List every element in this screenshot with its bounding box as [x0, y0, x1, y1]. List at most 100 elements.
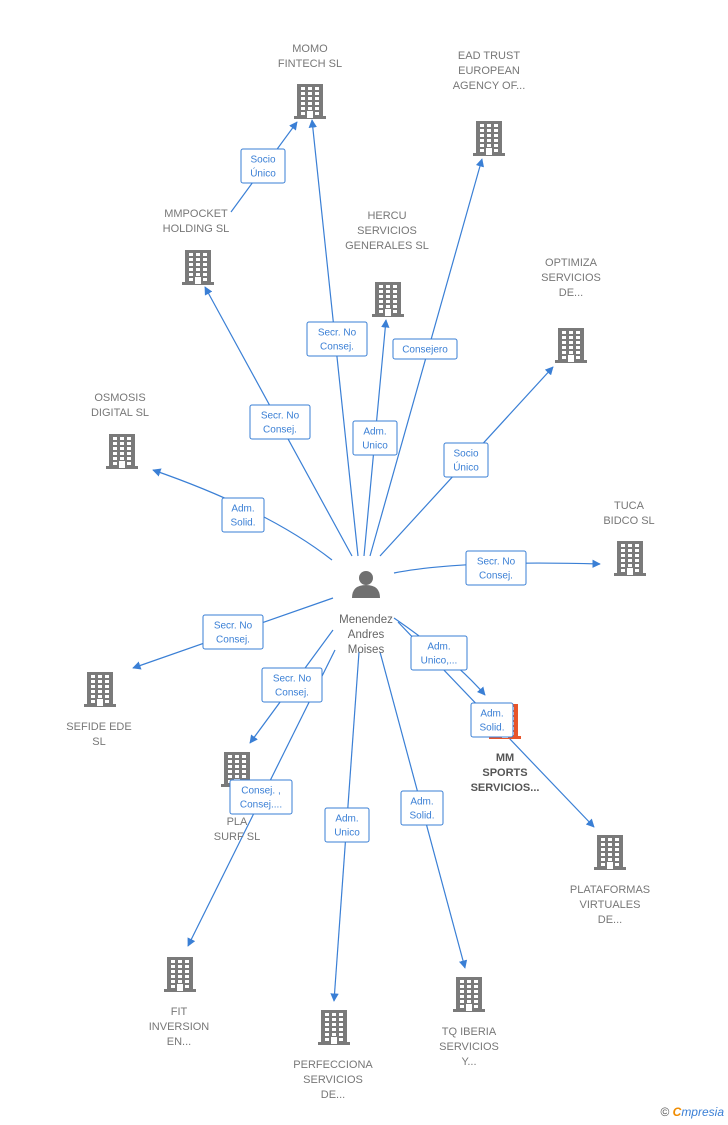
edge-label-box: [202, 614, 264, 650]
edge-label-text: Adm.: [231, 504, 254, 515]
node-label-line: SERVICIOS: [541, 272, 601, 284]
building-icon: [84, 672, 116, 707]
edge-label-text: Adm.: [480, 709, 503, 720]
node-label-line: SEFIDE EDE: [66, 721, 131, 733]
edge-label-text: Adm.: [335, 814, 358, 825]
footer-brand: © Cmpresia: [660, 1105, 724, 1119]
node-label-line: TUCA: [614, 500, 645, 512]
edge-label-text: Secr. No: [273, 674, 312, 685]
edge-label-text: Unico: [334, 828, 360, 839]
node-label-line: Andres: [348, 629, 385, 641]
person-icon: [352, 571, 380, 598]
edge-label-person-to-ma_surf[interactable]: Secr. No Consej.: [261, 667, 323, 703]
node-label-line: SPORTS: [482, 767, 527, 779]
edge-label-text: Adm.: [363, 427, 386, 438]
node-label-line: SERVICIOS...: [471, 782, 540, 794]
brand-initial: C: [672, 1105, 682, 1119]
node-label-line: PLA: [227, 816, 248, 828]
company-node-fit[interactable]: FITINVERSIONEN...: [149, 957, 210, 1048]
edge-label-text: Solid.: [230, 518, 255, 529]
company-node-plataformas[interactable]: PLATAFORMASVIRTUALESDE...: [570, 835, 650, 926]
edge-label-person-to-sefide[interactable]: Secr. No Consej.: [202, 614, 264, 650]
node-label-line: INVERSION: [149, 1021, 210, 1033]
node-label-line: VIRTUALES: [580, 899, 641, 911]
edge-label-person-to-plataformas[interactable]: Adm. Solid.: [470, 702, 514, 738]
edge-label-person-to-perfecciona[interactable]: Adm. Unico: [324, 807, 370, 843]
edge-label-box: [324, 807, 370, 843]
edge-label-person-to-fit[interactable]: Consej. , Consej....: [229, 779, 293, 815]
edge-label-box: [229, 779, 293, 815]
edge-label-text: Secr. No: [214, 621, 253, 632]
company-node-optimiza[interactable]: OPTIMIZASERVICIOSDE...: [541, 257, 601, 363]
brand-name: mpresia: [681, 1105, 724, 1119]
node-label: PLATAFORMASVIRTUALESDE...: [570, 884, 650, 926]
edge-label-text: Solid.: [409, 811, 434, 822]
node-label: TUCA BIDCO SL: [603, 500, 654, 527]
edge-label-text: Unico: [362, 441, 388, 452]
edge-label-text: Consej.: [216, 635, 250, 646]
building-icon: [555, 328, 587, 363]
edge-label-box: [443, 442, 489, 478]
edge-label-box: [400, 790, 444, 826]
edge-label-text: Adm.: [427, 642, 450, 653]
node-label-line: TQ IBERIA: [442, 1026, 497, 1038]
edge-label-person-to-hercu[interactable]: Adm. Unico: [352, 420, 398, 456]
edge-label-text: Consej....: [240, 800, 282, 811]
edge-label-text: Consej. ,: [241, 786, 280, 797]
edge-label-text: Consej.: [479, 571, 513, 582]
building-icon: [473, 121, 505, 156]
building-icon: [453, 977, 485, 1012]
node-label-line: MOMO: [292, 43, 328, 55]
edge-label-person-to-mmpocket[interactable]: Secr. No Consej.: [249, 404, 311, 440]
edge-label-text: Socio: [453, 449, 478, 460]
node-label-line: DE...: [559, 287, 583, 299]
company-node-perfecciona[interactable]: PERFECCIONA SERVICIOS DE...: [293, 1010, 373, 1101]
node-label-line: PERFECCIONA: [293, 1059, 373, 1071]
node-label-line: SERVICIOS: [303, 1074, 363, 1086]
edge-label-box: [221, 497, 265, 533]
node-label-line: SERVICIOS: [439, 1041, 499, 1053]
company-node-tq[interactable]: TQ IBERIA SERVICIOS Y...: [439, 977, 499, 1068]
edge-label-person-to-tq[interactable]: Adm.Solid.: [400, 790, 444, 826]
edge-label-text: Solid.: [479, 723, 504, 734]
building-icon: [182, 250, 214, 285]
edge-label-person-to-mm_sports[interactable]: Adm.Unico,...: [410, 635, 468, 671]
node-label-line: Y...: [461, 1056, 476, 1068]
edge-label-text: Socio: [250, 155, 275, 166]
edge-label-text: Único: [453, 461, 479, 474]
node-label-line: OSMOSIS: [94, 392, 145, 404]
node-label-line: BIDCO SL: [603, 515, 654, 527]
edge-label-text: Secr. No: [261, 411, 300, 422]
edge-label-text: Consej.: [263, 425, 297, 436]
edge-label-box: [352, 420, 398, 456]
node-label: FITINVERSIONEN...: [149, 1006, 210, 1048]
node-label-line: DE...: [321, 1089, 345, 1101]
building-icon: [106, 434, 138, 469]
edge-label-text: Consej.: [275, 688, 309, 699]
edge-label-person-to-ead[interactable]: Consejero: [392, 338, 458, 360]
node-label-line: DE...: [598, 914, 622, 926]
edge-label-person-to-osmosis[interactable]: Adm. Solid.: [221, 497, 265, 533]
node-label: TQ IBERIA SERVICIOS Y...: [439, 1026, 499, 1068]
node-label: MMSPORTSSERVICIOS...: [471, 752, 540, 794]
company-node-tuca[interactable]: TUCA BIDCO SL: [603, 500, 655, 576]
edge-label-box: [410, 635, 468, 671]
node-label-line: EN...: [167, 1036, 191, 1048]
